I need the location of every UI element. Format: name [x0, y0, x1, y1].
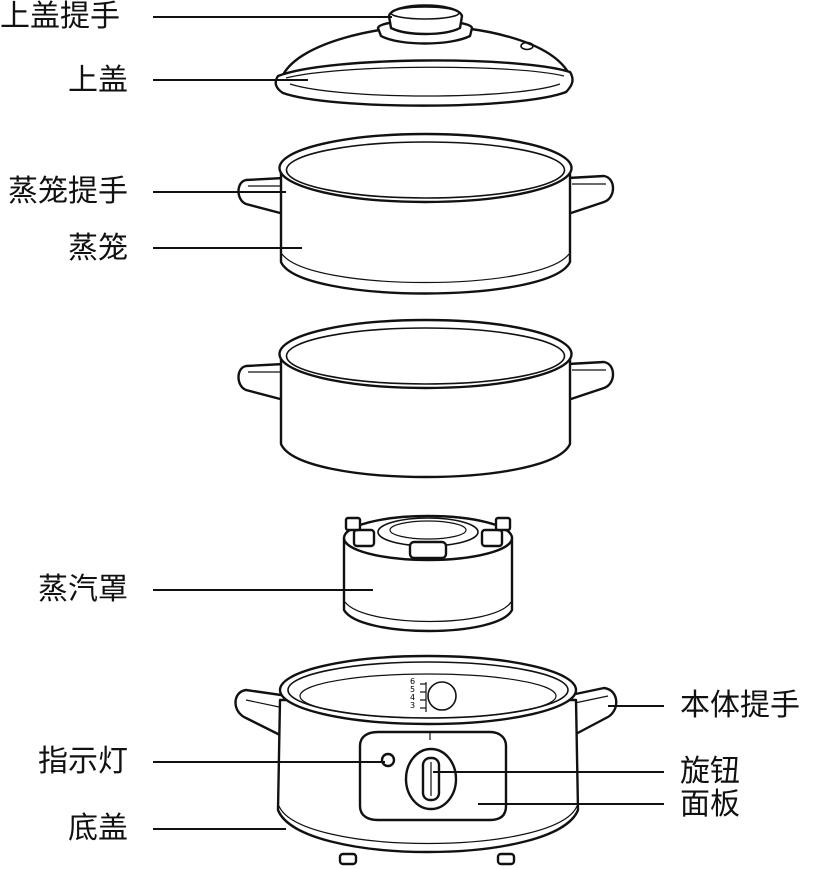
label-steamer-handle: 蒸笼提手 [8, 174, 128, 209]
scale-mark-4: 4 [410, 693, 416, 702]
label-steamer: 蒸笼 [68, 231, 128, 266]
label-indicator-light: 指示灯 [38, 744, 128, 779]
lid-drawing [274, 4, 574, 107]
label-lid: 上盖 [68, 63, 128, 98]
steamer-upper-drawing [237, 132, 615, 295]
label-bottom-cover: 底盖 [68, 811, 128, 846]
label-body-handle: 本体提手 [680, 688, 800, 723]
base-body-drawing [234, 654, 618, 866]
label-knob: 旋钮 [680, 754, 740, 789]
scale-mark-6: 6 [410, 677, 416, 686]
water-level-scale [420, 681, 457, 712]
label-panel: 面板 [680, 787, 740, 822]
steam-hood-drawing [342, 514, 514, 633]
label-steam-hood: 蒸汽罩 [38, 572, 128, 607]
scale-mark-3: 3 [410, 701, 416, 710]
leader-lines [153, 16, 664, 830]
scale-mark-5: 5 [410, 685, 416, 694]
label-lid-handle: 上盖提手 [0, 0, 120, 34]
steamer-lower-drawing [237, 318, 615, 479]
